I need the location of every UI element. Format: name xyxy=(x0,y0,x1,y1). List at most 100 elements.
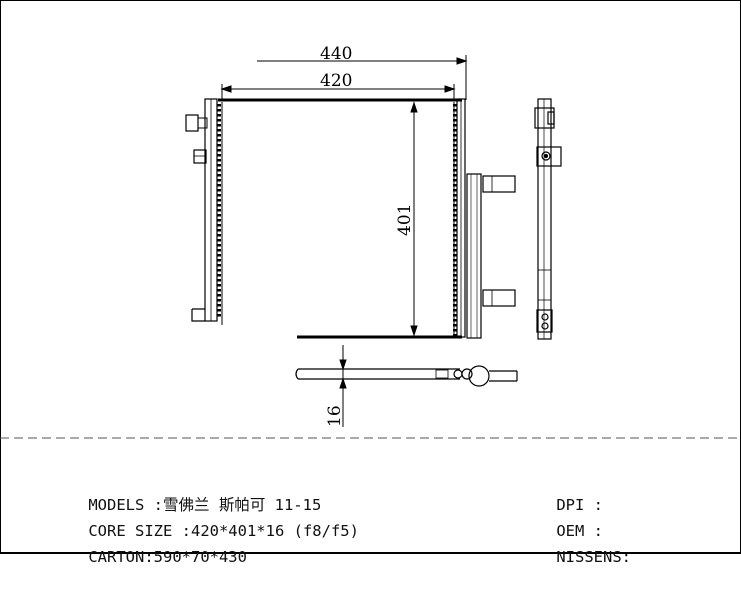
header-tooth xyxy=(453,264,457,267)
header-tooth xyxy=(453,199,457,202)
header-tooth xyxy=(453,189,457,192)
header-tooth xyxy=(453,174,457,177)
header-tooth xyxy=(453,164,457,167)
header-tooth xyxy=(453,294,457,297)
header-tooth xyxy=(217,164,221,167)
header-tooth xyxy=(217,129,221,132)
header-tooth xyxy=(217,124,221,127)
condenser-side-view xyxy=(534,98,562,340)
header-tooth xyxy=(453,104,457,107)
header-tooth xyxy=(453,314,457,317)
header-tooth xyxy=(217,259,221,262)
models-value: 雪佛兰 斯帕可 11-15 xyxy=(162,496,322,514)
header-tooth xyxy=(217,169,221,172)
header-tooth xyxy=(217,299,221,302)
oem-row: OEM : xyxy=(519,498,603,564)
dpi-label: DPI : xyxy=(556,496,603,514)
header-tooth xyxy=(217,174,221,177)
header-tooth xyxy=(217,189,221,192)
header-tooth xyxy=(453,324,457,327)
carton-row: CARTON:590*70*430 xyxy=(51,524,247,590)
oem-label: OEM : xyxy=(556,522,603,540)
condenser-front-view xyxy=(185,98,516,339)
header-tooth xyxy=(453,279,457,282)
header-tooth xyxy=(453,139,457,142)
header-tooth xyxy=(453,319,457,322)
header-tooth xyxy=(453,159,457,162)
header-tooth xyxy=(217,194,221,197)
header-tooth xyxy=(217,179,221,182)
header-tooth xyxy=(217,219,221,222)
header-tooth xyxy=(453,259,457,262)
header-tooth xyxy=(453,194,457,197)
header-tooth xyxy=(453,184,457,187)
nissens-label: NISSENS: xyxy=(556,548,631,566)
overall-width-label: 440 xyxy=(320,44,352,64)
header-tooth xyxy=(453,214,457,217)
header-tooth xyxy=(217,289,221,292)
header-tooth xyxy=(453,109,457,112)
header-tooth xyxy=(217,239,221,242)
header-tooth xyxy=(217,184,221,187)
header-tooth xyxy=(453,274,457,277)
header-tooth xyxy=(217,314,221,317)
models-label: MODELS : xyxy=(88,496,163,514)
header-tooth xyxy=(217,294,221,297)
header-tooth xyxy=(217,304,221,307)
core-height-dimension xyxy=(410,101,418,337)
header-tooth xyxy=(217,139,221,142)
core-size-row: CORE SIZE :420*401*16 (f8/f5) xyxy=(51,498,359,564)
condenser-technical-drawing: 440 420 xyxy=(0,44,741,439)
header-tooth xyxy=(217,109,221,112)
nissens-row: NISSENS: xyxy=(519,524,631,590)
header-tooth xyxy=(453,114,457,117)
core-width-label: 420 xyxy=(320,71,352,91)
carton-value: 590*70*430 xyxy=(153,548,247,566)
header-tooth xyxy=(217,214,221,217)
header-tooth xyxy=(453,219,457,222)
header-tooth xyxy=(453,254,457,257)
header-tooth xyxy=(217,284,221,287)
core-size-label: CORE SIZE : xyxy=(88,522,191,540)
header-tooth xyxy=(217,104,221,107)
header-tooth xyxy=(453,299,457,302)
header-tooth xyxy=(217,134,221,137)
overall-width-dimension xyxy=(257,55,468,100)
header-tooth xyxy=(453,309,457,312)
core-height-label: 401 xyxy=(395,204,415,236)
header-tooth xyxy=(453,234,457,237)
dpi-row: DPI : xyxy=(519,472,603,538)
drawing-sheet: 440 420 xyxy=(0,0,741,566)
header-tooth xyxy=(453,329,457,332)
header-tooth xyxy=(453,269,457,272)
header-tooth xyxy=(453,134,457,137)
header-tooth xyxy=(453,224,457,227)
header-tooth xyxy=(453,124,457,127)
header-tooth xyxy=(453,209,457,212)
header-tooth xyxy=(217,264,221,267)
header-tooth xyxy=(217,244,221,247)
header-tooth xyxy=(453,249,457,252)
header-tooth xyxy=(453,129,457,132)
header-tooth xyxy=(453,119,457,122)
core-thickness-label: 16 xyxy=(325,405,345,427)
header-tooth xyxy=(453,289,457,292)
header-tooth xyxy=(217,199,221,202)
header-tooth xyxy=(453,154,457,157)
header-tooth xyxy=(217,279,221,282)
header-tooth xyxy=(453,284,457,287)
header-tooth xyxy=(217,209,221,212)
header-tooth xyxy=(217,114,221,117)
header-tooth xyxy=(217,144,221,147)
header-tooth xyxy=(453,229,457,232)
header-tooth xyxy=(217,149,221,152)
header-tooth xyxy=(217,269,221,272)
header-tooth xyxy=(217,274,221,277)
header-tooth xyxy=(453,179,457,182)
models-row: MODELS :雪佛兰 斯帕可 11-15 xyxy=(51,472,321,538)
header-tooth xyxy=(217,254,221,257)
header-tooth xyxy=(453,149,457,152)
header-tooth xyxy=(217,119,221,122)
header-tube-teeth xyxy=(217,104,457,337)
header-tooth xyxy=(453,244,457,247)
